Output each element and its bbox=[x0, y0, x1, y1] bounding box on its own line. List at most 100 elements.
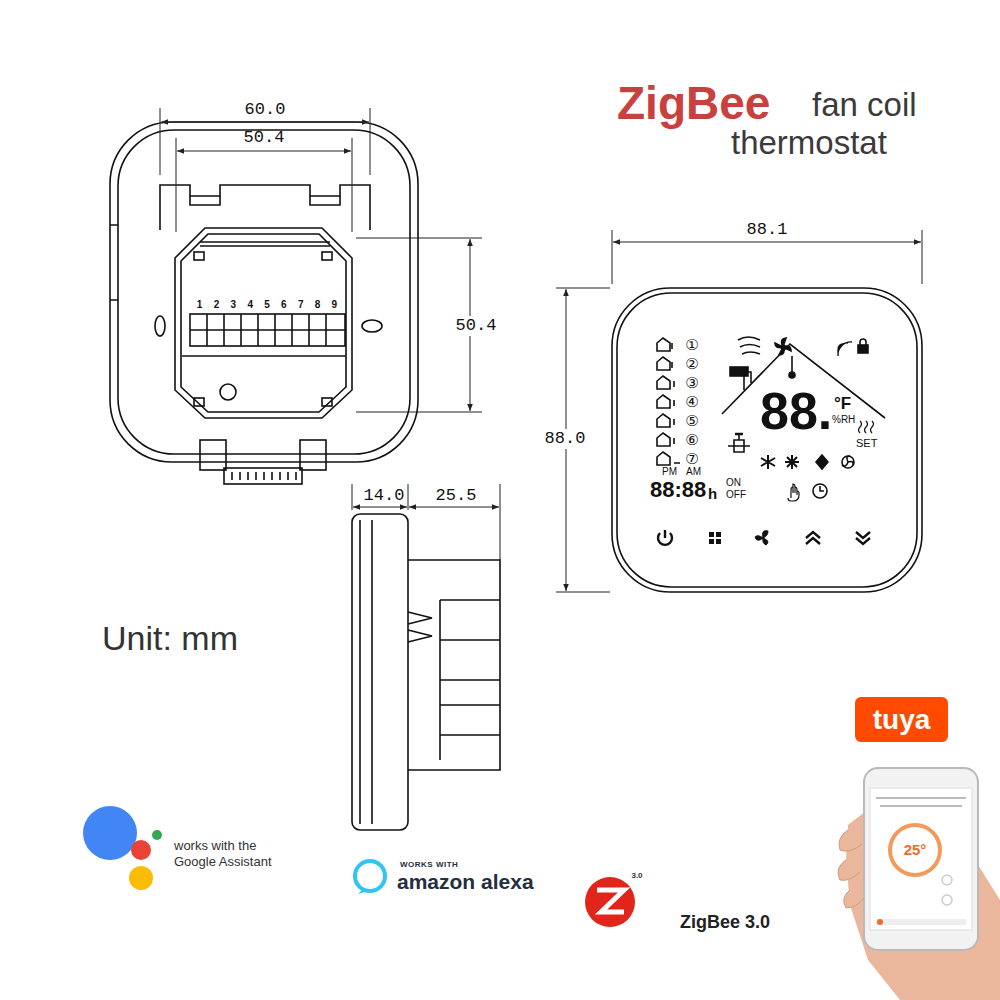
lcd-icons bbox=[761, 455, 775, 469]
touch-buttons bbox=[856, 532, 870, 544]
lcd-icons bbox=[735, 433, 743, 436]
brand-badge: tuya bbox=[855, 697, 948, 742]
lcd-icons bbox=[842, 456, 854, 468]
alexa-logo bbox=[358, 889, 368, 894]
program-number: ⑥ bbox=[685, 432, 698, 449]
logo-text: amazon alexa bbox=[397, 869, 534, 894]
touch-buttons bbox=[755, 531, 768, 545]
google-assistant-logo bbox=[152, 830, 162, 840]
back-view bbox=[200, 440, 226, 470]
dimension-lines bbox=[613, 242, 921, 243]
touch-buttons bbox=[664, 530, 666, 538]
front-view bbox=[612, 288, 922, 592]
back-view bbox=[155, 316, 165, 336]
side-view bbox=[408, 612, 432, 642]
back-view bbox=[322, 252, 332, 260]
logo-text: ZigBee 3.0 bbox=[680, 911, 770, 933]
back-view bbox=[300, 440, 326, 470]
lcd-icons bbox=[789, 372, 795, 378]
lcd-icons bbox=[842, 456, 853, 466]
lcd-digits: 88. bbox=[760, 385, 832, 437]
lcd-icons bbox=[791, 356, 793, 372]
back-view bbox=[200, 242, 330, 246]
dimension-value: 88.0 bbox=[543, 429, 588, 449]
back-view bbox=[194, 252, 204, 260]
dimension-lines bbox=[160, 108, 922, 592]
program-number: ④ bbox=[685, 394, 698, 411]
unit-note: Unit: mm bbox=[102, 618, 238, 659]
lcd-icons bbox=[672, 343, 680, 463]
dimension-value: 50.4 bbox=[454, 316, 499, 336]
side-view bbox=[352, 514, 500, 830]
phone-in-hand bbox=[838, 830, 864, 908]
app-temperature: 25° bbox=[904, 841, 927, 858]
touch-buttons bbox=[806, 532, 820, 544]
dimension-value: 60.0 bbox=[245, 100, 286, 120]
back-view bbox=[110, 225, 118, 300]
phone-in-hand bbox=[942, 895, 952, 905]
lcd-clock: 88:88 bbox=[650, 479, 706, 501]
product-title: fan coil thermostat bbox=[731, 86, 936, 162]
phone-in-hand bbox=[864, 768, 978, 950]
program-number: ② bbox=[685, 356, 698, 373]
dimension-lines bbox=[352, 484, 500, 560]
google-assistant-logo bbox=[129, 866, 153, 890]
zigbee-logo bbox=[597, 890, 624, 912]
back-view bbox=[160, 185, 370, 230]
back-view bbox=[322, 398, 332, 406]
dimension-value: 50.4 bbox=[244, 128, 285, 148]
side-view bbox=[408, 560, 500, 770]
back-view bbox=[110, 122, 418, 462]
google-assistant-logo bbox=[83, 806, 162, 890]
logo-text: 3.0 bbox=[629, 871, 644, 881]
lcd-icons bbox=[860, 339, 866, 345]
lcd-text: OFF bbox=[726, 489, 746, 500]
phone-in-hand bbox=[942, 875, 952, 885]
back-view bbox=[220, 384, 236, 400]
lcd-icons bbox=[738, 337, 760, 354]
phone-in-hand bbox=[877, 919, 883, 925]
front-view bbox=[617, 293, 917, 587]
front-view bbox=[612, 288, 922, 592]
dimension-lines bbox=[161, 122, 369, 123]
back-view bbox=[190, 314, 345, 346]
lcd-icons bbox=[728, 434, 750, 452]
lcd-icons bbox=[813, 484, 827, 498]
lcd-icons bbox=[657, 337, 885, 501]
badge-text: tuya bbox=[873, 704, 931, 736]
back-view bbox=[190, 196, 340, 205]
back-view bbox=[224, 468, 302, 484]
side-view bbox=[440, 600, 500, 735]
back-view bbox=[118, 130, 410, 454]
side-view bbox=[352, 514, 408, 830]
dimension-value: 25.5 bbox=[436, 486, 477, 506]
side-view bbox=[360, 520, 372, 824]
zigbee-logo bbox=[585, 877, 635, 927]
phone-in-hand bbox=[876, 919, 966, 925]
google-assistant-logo bbox=[131, 840, 151, 860]
touch-buttons bbox=[658, 530, 870, 545]
program-number: ⑦ bbox=[685, 451, 698, 468]
lcd-text: PM bbox=[662, 466, 677, 477]
lcd-icons bbox=[744, 372, 751, 390]
dimension-lines bbox=[176, 138, 352, 232]
touch-buttons bbox=[709, 539, 714, 544]
lcd-icons bbox=[657, 338, 670, 465]
unit-symbol: °F bbox=[834, 395, 851, 413]
lcd-icons bbox=[788, 484, 799, 501]
alexa-logo bbox=[355, 861, 385, 891]
terminal-numbers: 1 2 3 4 5 6 7 8 9 bbox=[197, 299, 337, 311]
touch-buttons bbox=[716, 539, 721, 544]
dimension-lines bbox=[177, 151, 351, 152]
back-view bbox=[232, 472, 296, 480]
alexa-logo bbox=[355, 861, 385, 894]
dimension-lines bbox=[353, 507, 407, 508]
phone-in-hand bbox=[876, 798, 966, 806]
phone-in-hand bbox=[838, 768, 1000, 1000]
lcd-icons bbox=[785, 455, 799, 469]
lcd-icons bbox=[859, 421, 874, 433]
back-view bbox=[175, 228, 352, 418]
lcd-text: AM bbox=[686, 466, 701, 477]
back-view bbox=[362, 320, 382, 332]
